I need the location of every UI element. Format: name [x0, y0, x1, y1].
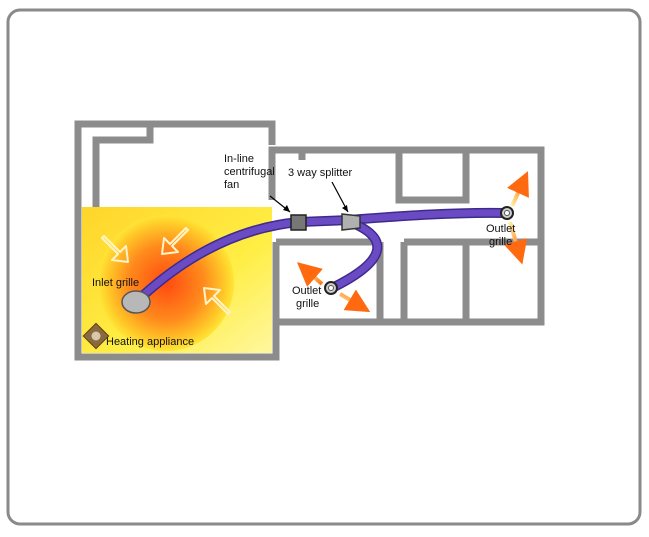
heating-appliance-label: Heating appliance: [106, 336, 194, 348]
warm-air-arrows-right: [504, 171, 529, 265]
airflow-arrow-icon: [101, 227, 231, 315]
splitter-label: 3 way splitter: [288, 167, 353, 179]
fan-box-icon: [290, 214, 307, 231]
warm-air-arrows-left: [296, 262, 371, 313]
diagram-frame: [6, 8, 642, 526]
outlet-right-label: Outlet grille: [486, 223, 518, 248]
inlet-grille-label: Inlet grille: [92, 277, 139, 289]
outlet-left-label: Outlet grille: [292, 285, 324, 310]
fan-label: In-line centrifugal fan: [224, 153, 278, 191]
inlet-grille-icon: [121, 290, 151, 314]
splitter-icon: [341, 213, 361, 231]
heating-appliance-icon: [82, 322, 110, 350]
